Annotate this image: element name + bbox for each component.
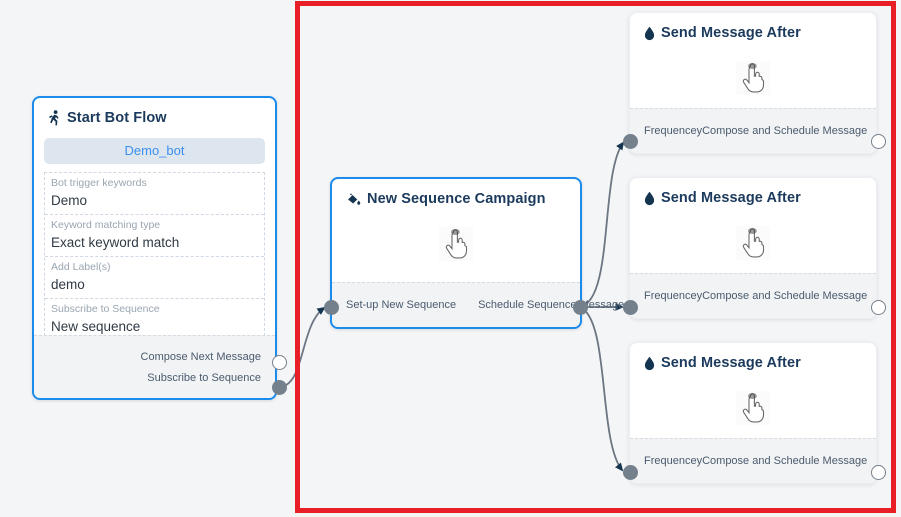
droplet-icon <box>644 26 655 41</box>
field-value: New sequence <box>51 319 141 334</box>
field-value: Exact keyword match <box>51 235 180 250</box>
field-keyword-matching-type[interactable]: Keyword matching type Exact keyword matc… <box>45 215 264 257</box>
node-body-placeholder[interactable] <box>630 212 876 274</box>
port-subscribe-to-sequence[interactable] <box>272 380 287 395</box>
node-title-send-message-after: Send Message After <box>630 13 876 47</box>
bot-selector-pill[interactable]: Demo_bot <box>44 138 265 164</box>
port-schedule-sequence-message[interactable] <box>573 300 588 315</box>
hand-pointer-icon <box>736 61 770 95</box>
field-label: Keyword matching type <box>51 219 161 231</box>
node-title-label: Send Message After <box>661 355 801 371</box>
droplet-icon <box>644 191 655 206</box>
node-title-label: Send Message After <box>661 190 801 206</box>
start-bot-flow-ports: Compose Next Message Subscribe to Sequen… <box>34 335 275 398</box>
node-title-label: Send Message After <box>661 25 801 41</box>
send-message-after-ports: Frequencey Compose and Schedule Message <box>630 438 876 483</box>
node-body-placeholder[interactable] <box>630 377 876 439</box>
node-send-message-after-2[interactable]: Send Message After Frequencey Compose an… <box>629 177 877 319</box>
hand-pointer-icon <box>736 391 770 425</box>
port-frequencey-1[interactable] <box>623 134 638 149</box>
hand-pointer-icon <box>439 227 473 261</box>
field-value: demo <box>51 277 85 292</box>
hand-pointer-icon <box>736 226 770 260</box>
port-label-setup-new-sequence: Set-up New Sequence <box>346 299 457 311</box>
paint-bucket-icon <box>346 192 361 207</box>
running-person-icon <box>48 110 61 126</box>
node-title-label: New Sequence Campaign <box>367 191 546 207</box>
start-bot-flow-fields: Bot trigger keywords Demo Keyword matchi… <box>44 172 265 341</box>
node-send-message-after-3[interactable]: Send Message After Frequencey Compose an… <box>629 342 877 484</box>
port-frequencey-3[interactable] <box>623 465 638 480</box>
field-label: Bot trigger keywords <box>51 177 147 189</box>
port-label-frequencey: Frequencey <box>644 125 703 137</box>
port-setup-new-sequence[interactable] <box>324 300 339 315</box>
port-label-subscribe-to-sequence: Subscribe to Sequence <box>147 371 261 384</box>
node-start-bot-flow[interactable]: Start Bot Flow Demo_bot Bot trigger keyw… <box>32 96 277 400</box>
droplet-icon <box>644 356 655 371</box>
port-label-compose-next-message: Compose Next Message <box>140 350 261 363</box>
port-label-compose-and-schedule-message: Compose and Schedule Message <box>702 455 868 467</box>
port-frequencey-2[interactable] <box>623 300 638 315</box>
port-compose-and-schedule-message-2[interactable] <box>871 300 886 315</box>
node-new-sequence-campaign[interactable]: New Sequence Campaign Set-up New Sequenc… <box>330 177 624 329</box>
port-compose-next-message[interactable] <box>272 355 287 370</box>
port-compose-and-schedule-message-3[interactable] <box>871 465 886 480</box>
node-title-label: Start Bot Flow <box>67 110 167 126</box>
port-label-schedule-sequence-message: Schedule Sequence Message <box>478 299 625 311</box>
new-sequence-campaign-ports: Set-up New Sequence Schedule Sequence Me… <box>332 282 624 327</box>
field-label: Subscribe to Sequence <box>51 303 160 315</box>
node-title-start-bot-flow: Start Bot Flow <box>34 98 275 132</box>
field-value: Demo <box>51 193 88 208</box>
node-body-placeholder[interactable] <box>630 47 876 109</box>
field-bot-trigger-keywords[interactable]: Bot trigger keywords Demo <box>45 173 264 215</box>
node-title-send-message-after: Send Message After <box>630 343 876 377</box>
port-label-compose-and-schedule-message: Compose and Schedule Message <box>702 125 868 137</box>
port-label-frequencey: Frequencey <box>644 290 703 302</box>
node-title-send-message-after: Send Message After <box>630 178 876 212</box>
field-label: Add Label(s) <box>51 261 111 273</box>
port-label-compose-and-schedule-message: Compose and Schedule Message <box>702 290 868 302</box>
port-label-frequencey: Frequencey <box>644 455 703 467</box>
send-message-after-ports: Frequencey Compose and Schedule Message <box>630 273 876 318</box>
node-send-message-after-1[interactable]: Send Message After Frequencey Compose an… <box>629 12 877 154</box>
port-compose-and-schedule-message-1[interactable] <box>871 134 886 149</box>
field-add-labels[interactable]: Add Label(s) demo <box>45 257 264 299</box>
send-message-after-ports: Frequencey Compose and Schedule Message <box>630 108 876 153</box>
node-body-placeholder[interactable] <box>332 213 580 275</box>
node-title-new-sequence-campaign: New Sequence Campaign <box>332 179 580 213</box>
